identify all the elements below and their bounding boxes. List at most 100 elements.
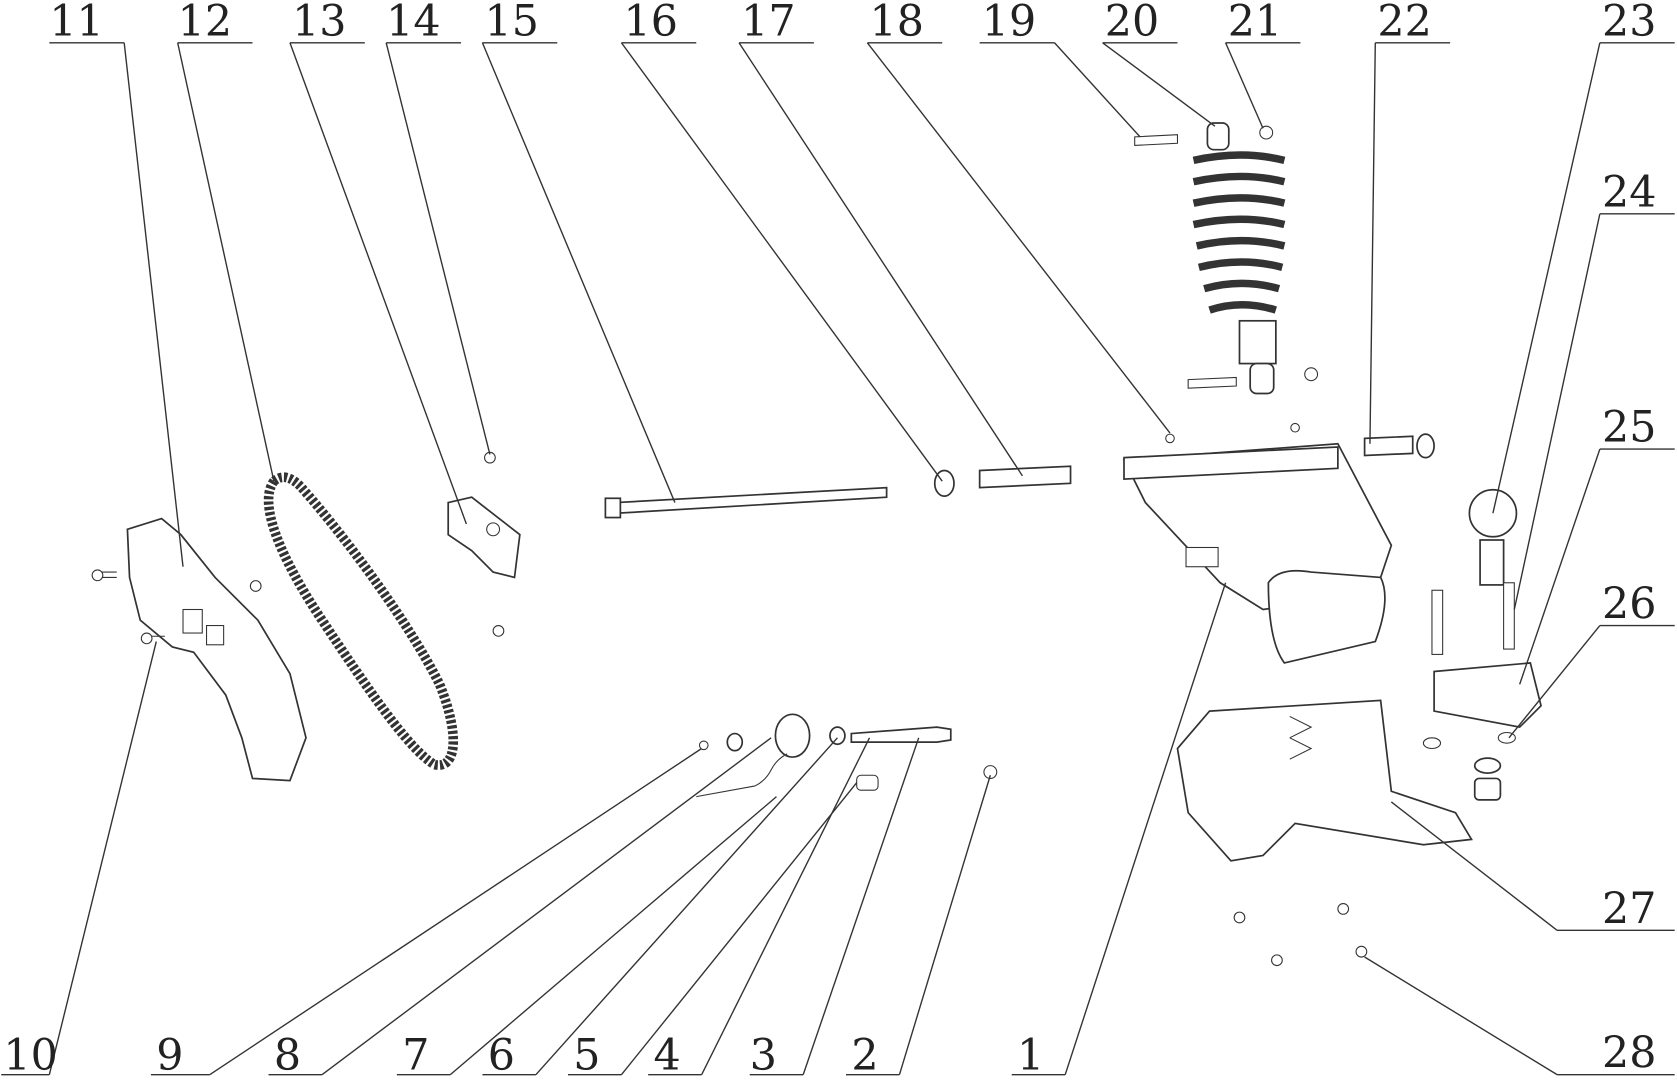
callout-number-24: 24 bbox=[1602, 167, 1656, 217]
callout-number-27: 27 bbox=[1602, 884, 1656, 934]
part-chain-guard bbox=[126, 517, 307, 782]
callout-number-3: 3 bbox=[750, 1030, 777, 1080]
callout-number-9: 9 bbox=[156, 1030, 183, 1080]
leader-line-12 bbox=[176, 42, 275, 482]
part-bolt bbox=[1503, 582, 1515, 650]
leader-line-25 bbox=[1518, 448, 1601, 685]
part-bushing bbox=[1416, 433, 1435, 459]
callout-number-14: 14 bbox=[386, 0, 440, 46]
part-screw bbox=[1271, 954, 1283, 967]
part-swingarm-bracket bbox=[1185, 546, 1219, 568]
callout-number-13: 13 bbox=[292, 0, 346, 46]
callout-number-10: 10 bbox=[3, 1030, 57, 1080]
leader-line-20 bbox=[1102, 42, 1216, 127]
leader-line-28 bbox=[1364, 956, 1558, 1076]
callout-number-6: 6 bbox=[488, 1030, 515, 1080]
leader-line-3 bbox=[802, 737, 920, 1075]
leader-line-22 bbox=[1369, 42, 1376, 444]
callout-number-21: 21 bbox=[1228, 0, 1282, 46]
part-screw bbox=[1233, 911, 1246, 924]
callout-number-12: 12 bbox=[178, 0, 232, 46]
callout-number-25: 25 bbox=[1602, 403, 1656, 453]
part-bolt-head bbox=[91, 569, 104, 582]
part-slider-hole bbox=[486, 522, 501, 537]
part-tensioner-shaft bbox=[850, 726, 952, 743]
part-sleeve bbox=[1363, 435, 1414, 457]
part-screw bbox=[1355, 945, 1368, 958]
part-nut bbox=[983, 765, 998, 779]
leader-line-7 bbox=[449, 796, 777, 1076]
part-tow-ball-shank bbox=[1479, 539, 1505, 586]
part-skid-plate bbox=[1176, 699, 1473, 862]
callout-number-15: 15 bbox=[485, 0, 539, 46]
leader-line-27 bbox=[1390, 801, 1558, 931]
leader-line-8 bbox=[321, 737, 772, 1076]
part-shock-body bbox=[1238, 319, 1277, 365]
leader-line-23 bbox=[1492, 42, 1601, 514]
part-screw bbox=[492, 625, 505, 637]
parts-layer bbox=[91, 122, 1542, 967]
callout-number-20: 20 bbox=[1105, 0, 1159, 46]
part-chain-slider bbox=[447, 496, 521, 579]
leader-line-6 bbox=[535, 737, 838, 1076]
leader-lines-layer bbox=[1, 42, 1675, 1076]
part-tensioner-roller bbox=[774, 713, 811, 758]
leader-line-5 bbox=[620, 782, 858, 1076]
leader-line-2 bbox=[898, 775, 992, 1075]
part-nut bbox=[1259, 125, 1274, 140]
part-circlip bbox=[698, 740, 709, 751]
callout-number-18: 18 bbox=[870, 0, 924, 46]
leader-line-13 bbox=[289, 42, 468, 525]
part-pivot-axle bbox=[615, 486, 888, 515]
leader-line-26 bbox=[1508, 625, 1601, 739]
part-grease-nipple bbox=[1165, 433, 1175, 444]
part-nut bbox=[1473, 777, 1502, 801]
part-bolt bbox=[1431, 589, 1444, 655]
part-shock-top-eye bbox=[1206, 122, 1230, 151]
callout-number-16: 16 bbox=[624, 0, 678, 46]
leader-line-17 bbox=[738, 42, 1024, 477]
part-axle-head bbox=[604, 497, 622, 519]
leader-line-1 bbox=[1064, 582, 1227, 1075]
part-bolt bbox=[1134, 134, 1179, 146]
leader-line-11 bbox=[123, 42, 184, 567]
part-guard-slot bbox=[182, 608, 203, 634]
callout-number-11: 11 bbox=[49, 0, 103, 46]
callout-number-4: 4 bbox=[654, 1030, 681, 1080]
part-screw bbox=[1337, 903, 1350, 915]
part-shock-spring bbox=[1192, 151, 1286, 314]
leader-line-14 bbox=[385, 42, 491, 455]
leader-line-10 bbox=[48, 641, 157, 1075]
part-sleeve bbox=[978, 465, 1072, 489]
leader-line-4 bbox=[701, 737, 871, 1075]
callout-number-2: 2 bbox=[851, 1030, 878, 1080]
part-swingarm-tube bbox=[1123, 446, 1339, 480]
callout-number-7: 7 bbox=[402, 1030, 429, 1080]
part-bearing bbox=[726, 732, 744, 752]
callout-number-17: 17 bbox=[741, 0, 795, 46]
callout-number-5: 5 bbox=[573, 1030, 600, 1080]
part-swingarm-clamp bbox=[1267, 569, 1386, 664]
part-bolt bbox=[1187, 376, 1237, 389]
part-bolt-head bbox=[140, 632, 153, 645]
leader-line-24 bbox=[1513, 213, 1601, 610]
part-shock-bottom-eye bbox=[1249, 362, 1275, 395]
callout-number-26: 26 bbox=[1602, 579, 1656, 629]
leader-line-9 bbox=[209, 747, 703, 1076]
callout-number-19: 19 bbox=[982, 0, 1036, 46]
part-tow-ball bbox=[1468, 488, 1518, 538]
part-drive-chain bbox=[263, 472, 459, 770]
part-washer bbox=[1473, 757, 1502, 774]
callout-number-23: 23 bbox=[1602, 0, 1656, 46]
callout-number-1: 1 bbox=[1017, 1030, 1044, 1080]
callout-number-28: 28 bbox=[1602, 1028, 1656, 1078]
part-grease-nipple bbox=[1290, 422, 1300, 433]
part-spring-pin bbox=[696, 753, 788, 798]
part-spacer bbox=[856, 774, 879, 791]
part-washer bbox=[1422, 737, 1442, 750]
part-nut bbox=[1304, 367, 1319, 382]
callout-number-22: 22 bbox=[1377, 0, 1431, 46]
leader-line-21 bbox=[1224, 42, 1264, 129]
